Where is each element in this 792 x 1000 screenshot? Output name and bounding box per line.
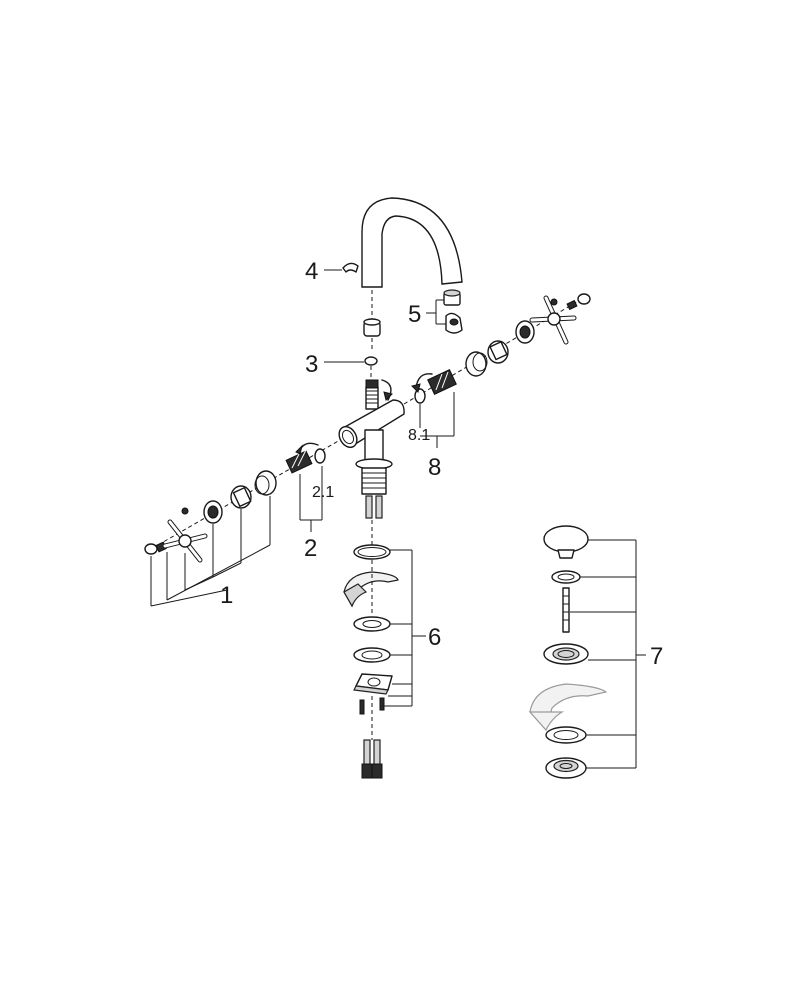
- part-8-leaders: [419, 392, 455, 448]
- callout-2-1: 2.1: [312, 484, 334, 501]
- o-ring-part: [364, 356, 378, 385]
- right-cartridge: [411, 369, 457, 404]
- faucet-body: [338, 379, 405, 545]
- callout-7: 7: [650, 643, 663, 670]
- aerator-part: [443, 289, 463, 334]
- callout-8-1: 8.1: [408, 427, 430, 444]
- part-1-leaders: [150, 496, 271, 607]
- callout-1: 1: [220, 582, 233, 609]
- mounting-kit: [343, 544, 399, 779]
- right-cross-handle: [529, 295, 577, 345]
- part-7-leaders: [570, 539, 646, 769]
- spout-nut: [363, 318, 381, 352]
- callout-5-leader: [426, 299, 446, 325]
- left-valve-assembly: [144, 439, 341, 563]
- right-valve-assembly: [403, 293, 591, 405]
- callout-2: 2: [304, 535, 317, 562]
- callout-4: 4: [305, 258, 318, 285]
- callout-3: 3: [305, 351, 318, 378]
- part-2-leaders: [299, 466, 323, 532]
- callout-6: 6: [428, 624, 441, 651]
- part-6-leaders: [382, 549, 426, 707]
- clip-part: [342, 262, 359, 273]
- callout-8: 8: [428, 454, 441, 481]
- pop-up-waste: [528, 525, 608, 779]
- spout: [361, 197, 463, 320]
- callout-5: 5: [408, 301, 421, 328]
- left-cartridge: [285, 442, 326, 474]
- left-cross-handle: [162, 507, 208, 563]
